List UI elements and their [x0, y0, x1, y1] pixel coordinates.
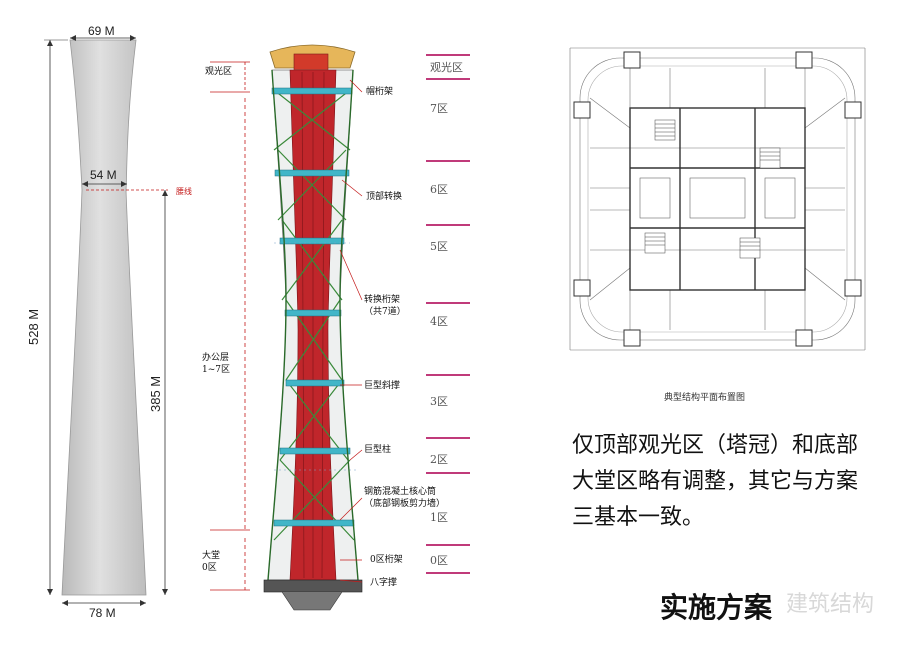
zone-divider: [426, 224, 470, 226]
zone-divider: [426, 54, 470, 56]
label-cap-truss: 帽桁架: [366, 87, 394, 97]
label-transfer-truss: 转换桁架 （共7道）: [364, 295, 406, 317]
label-observation: 观光区: [205, 67, 233, 77]
upper-height-label: 385 M: [148, 375, 163, 412]
description-text: 仅顶部观光区（塔冠）和底部大堂区略有调整，其它与方案三基本一致。: [572, 433, 859, 530]
waist-width-label: 54 M: [90, 168, 117, 182]
zone-label: 0区: [430, 554, 448, 567]
zone-divider: [426, 374, 470, 376]
tower-outline-diagram: [44, 35, 168, 606]
zone-divider: [426, 78, 470, 80]
zone-divider: [426, 437, 470, 439]
zone-label: 3区: [430, 395, 448, 408]
zone-label: 2区: [430, 453, 448, 466]
zone-label: 5区: [430, 240, 448, 253]
label-mega-brace: 巨型斜撑: [364, 381, 401, 391]
label-top-transfer: 顶部转换: [366, 192, 403, 202]
label-zone0-truss: 0区桁架: [370, 555, 403, 565]
zone-divider: [426, 572, 470, 574]
zone-label: 观光区: [430, 61, 463, 74]
plan-caption: 典型结构平面布置图: [664, 393, 746, 403]
label-mega-column: 巨型柱: [364, 445, 392, 455]
typical-floor-plan: [569, 47, 866, 351]
total-height-label: 528 M: [26, 308, 41, 345]
label-core: 钢筋混凝土核心筒 （底部钢板剪力墙）: [364, 487, 446, 509]
zone-divider: [426, 472, 470, 474]
zone-label: 1区: [430, 511, 448, 524]
label-v-brace: 八字撑: [370, 578, 398, 588]
zone-label: 4区: [430, 315, 448, 328]
waist-note-label: 腰线: [176, 187, 192, 196]
structure-rendering: [210, 44, 363, 611]
zone-label: 7区: [430, 102, 448, 115]
base-width-label: 78 M: [89, 606, 116, 620]
watermark-text: 建筑结构: [786, 592, 875, 617]
page-title: 实施方案: [660, 591, 773, 624]
zone-divider: [426, 544, 470, 546]
label-office: 办公层 1~7区: [202, 353, 230, 375]
top-width-label: 69 M: [88, 24, 115, 38]
tower-silhouette: [61, 39, 147, 596]
zone-divider: [426, 160, 470, 162]
zone-label: 6区: [430, 183, 448, 196]
zone-divider: [426, 302, 470, 304]
label-lobby: 大堂 0区: [202, 551, 221, 573]
